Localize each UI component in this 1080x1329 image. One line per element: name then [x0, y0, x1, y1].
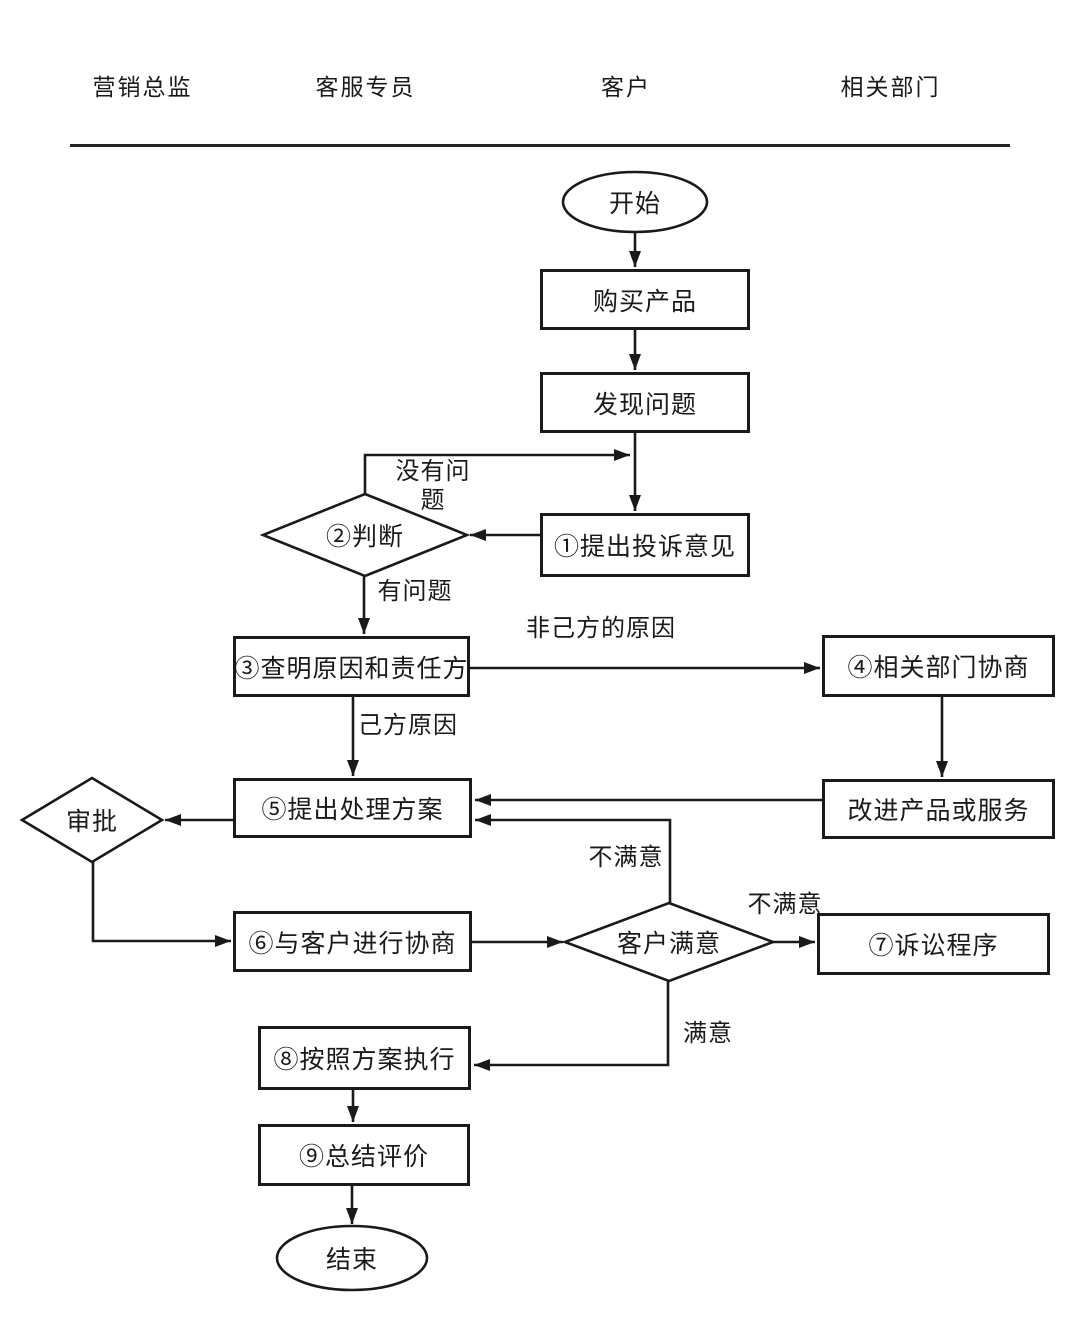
approval-diamond [19, 776, 165, 864]
customer-satisfied-diamond [561, 901, 777, 983]
arrow-approval-to-negotiate [91, 862, 231, 947]
summary-review-label: ⑨总结评价 [298, 1144, 429, 1171]
negotiate-customer-node: ⑥与客户进行协商 [233, 911, 472, 972]
edge-label-no-problem: 没有问 题 [383, 458, 483, 516]
improve-product-node: 改进产品或服务 [822, 779, 1055, 839]
start-ellipse [561, 170, 709, 234]
edge-label-not-own-cause: 非己方的原因 [526, 616, 676, 642]
buy-product-node: 购买产品 [540, 269, 750, 330]
edge-label-satisfied: 满意 [683, 1021, 733, 1047]
improve-product-label: 改进产品或服务 [847, 798, 1030, 825]
summary-review-node: ⑨总结评价 [258, 1124, 470, 1186]
execute-plan-label: ⑧按照方案执行 [273, 1047, 456, 1074]
propose-solution-label: ⑤提出处理方案 [261, 797, 444, 824]
propose-solution-node: ⑤提出处理方案 [233, 778, 472, 838]
dept-negotiate-label: ④相关部门协商 [847, 655, 1030, 682]
edge-label-no-problem-line1: 没有问 [395, 459, 471, 485]
submit-complaint-node: ①提出投诉意见 [540, 513, 750, 577]
find-problem-label: 发现问题 [592, 391, 697, 419]
investigate-cause-label: ③查明原因和责任方 [234, 655, 469, 683]
lawsuit-node: ⑦诉讼程序 [817, 913, 1050, 975]
buy-product-label: 购买产品 [592, 288, 697, 316]
edge-label-own-cause: 己方原因 [358, 713, 458, 739]
negotiate-customer-label: ⑥与客户进行协商 [248, 930, 457, 958]
arrow-satisfied-to-execute [474, 981, 670, 1071]
lane-header-customer: 客户 [601, 75, 651, 100]
lawsuit-label: ⑦诉讼程序 [868, 933, 999, 960]
edge-label-unsatisfied-to-propose: 不满意 [588, 845, 664, 871]
find-problem-node: 发现问题 [540, 372, 750, 433]
arrow-judge-no-problem [363, 449, 630, 494]
edge-label-has-problem: 有问题 [377, 579, 453, 605]
dept-negotiate-node: ④相关部门协商 [822, 635, 1055, 697]
edge-label-unsatisfied-to-lawsuit: 不满意 [747, 892, 823, 918]
lane-header-service-specialist: 客服专员 [315, 75, 416, 100]
header-divider-line [70, 144, 1010, 147]
lane-header-related-depts: 相关部门 [840, 75, 941, 100]
edge-label-no-problem-line2: 题 [420, 488, 446, 514]
end-ellipse [275, 1224, 429, 1292]
submit-complaint-label: ①提出投诉意见 [553, 534, 736, 561]
arrow-unsatisfied-to-propose [475, 814, 672, 903]
lane-header-marketing-director: 营销总监 [92, 75, 193, 100]
execute-plan-node: ⑧按照方案执行 [258, 1026, 471, 1090]
investigate-cause-node: ③查明原因和责任方 [233, 636, 470, 697]
